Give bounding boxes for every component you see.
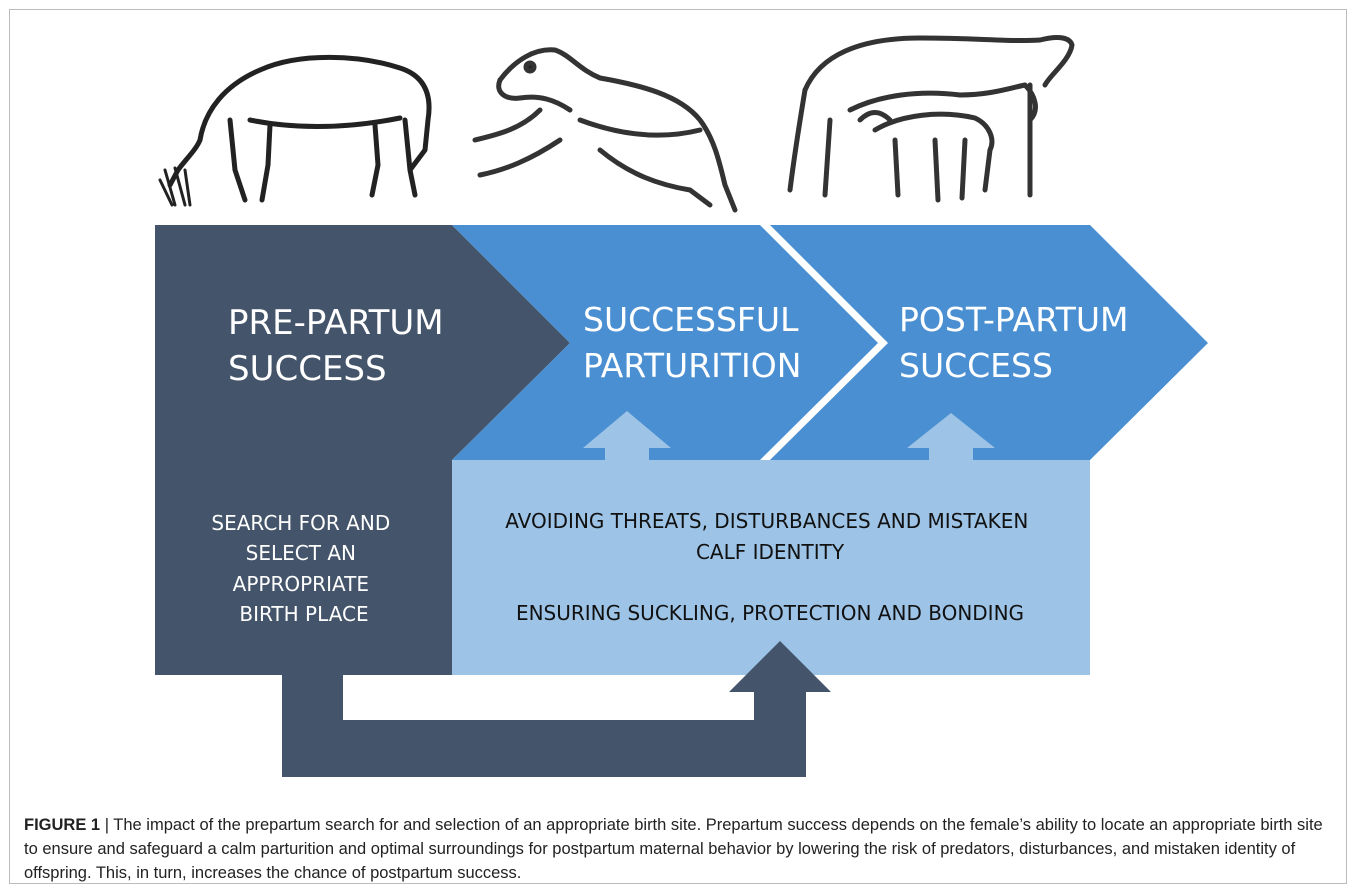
grazing-cow-illustration <box>158 54 432 207</box>
stage-label-pre-partum: PRE-PARTUM SUCCESS <box>228 303 454 389</box>
figure-caption: FIGURE 1 | The impact of the prepartum s… <box>24 813 1334 885</box>
stage-label-parturition: SUCCESSFUL PARTURITION <box>583 300 809 385</box>
up-arrow-parturition <box>583 411 671 460</box>
cow-and-suckling-calf-illustration <box>787 35 1075 203</box>
post-partum-chevron <box>770 225 1208 460</box>
outcome-avoiding-threats: AVOIDING THREATS, DISTURBANCES AND MISTA… <box>505 509 1034 564</box>
figure-label: FIGURE 1 <box>24 816 101 834</box>
stage-label-post-partum: POST-PARTUM SUCCESS <box>899 300 1139 385</box>
lying-calf-illustration <box>472 47 738 213</box>
feedback-arrow <box>282 641 831 777</box>
up-arrow-post-partum <box>907 413 995 460</box>
outcomes-box <box>452 460 1090 675</box>
outcome-ensuring-suckling: ENSURING SUCKLING, PROTECTION AND BONDIN… <box>516 601 1024 625</box>
parturition-chevron <box>452 225 878 460</box>
figure-frame <box>9 9 1347 884</box>
birth-place-text: SEARCH FOR AND SELECT AN APPROPRIATE BIR… <box>211 511 396 626</box>
caption-text: | The impact of the prepartum search for… <box>24 816 1323 882</box>
pre-partum-shape <box>155 225 570 675</box>
